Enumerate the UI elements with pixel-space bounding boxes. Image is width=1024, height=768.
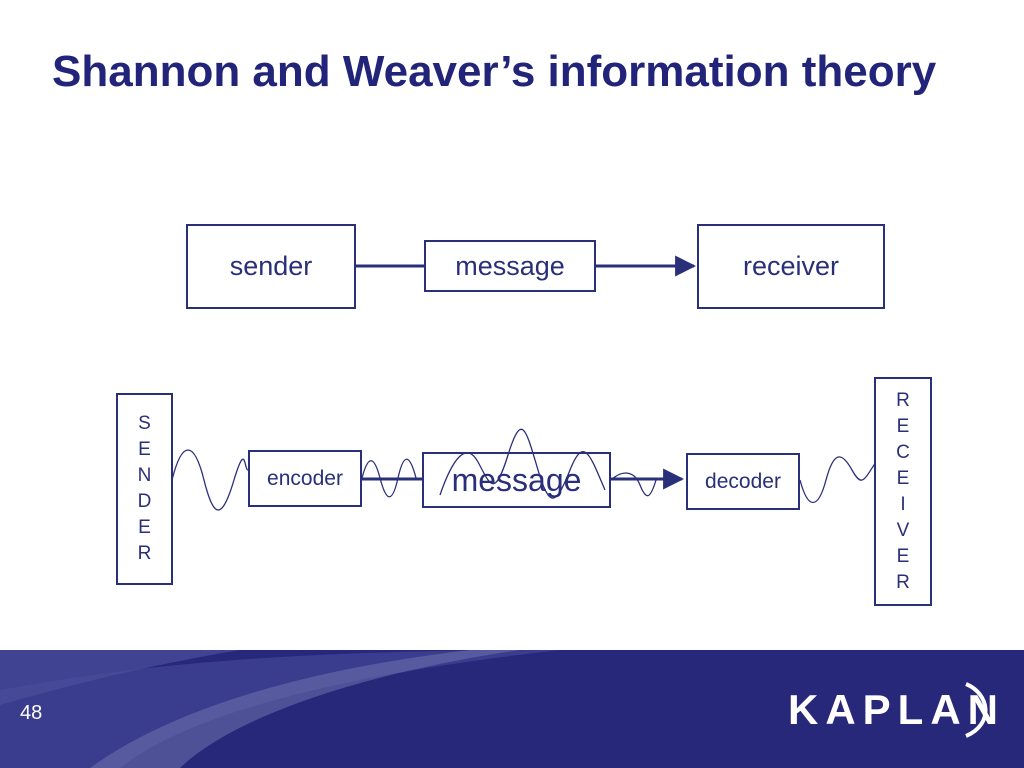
receiver-letter: R [896, 389, 910, 411]
sender-vertical-box: S E N D E R [116, 393, 173, 585]
receiver-letter: E [896, 545, 910, 567]
receiver-letter: E [896, 467, 910, 489]
slide-title: Shannon and Weaver’s information theory [52, 47, 937, 96]
receiver-letter: R [896, 571, 910, 593]
receiver-vertical-box: R E C E I V E R [874, 377, 932, 606]
sender-letter: S [138, 413, 151, 434]
message-label: message [455, 250, 565, 281]
message-box: message [424, 240, 596, 292]
page-number: 48 [20, 702, 43, 724]
sender-label: sender [229, 251, 313, 281]
noise-wave-message-decoder [610, 472, 657, 497]
noise-wave-decoder-receiver [799, 456, 877, 503]
receiver-label: receiver [742, 251, 840, 281]
footer-swoosh [0, 650, 560, 768]
sender-letter: E [138, 439, 151, 460]
logo-swoosh-icon [965, 682, 988, 738]
decoder-box: decoder [686, 453, 800, 510]
decoder-label: decoder [705, 469, 781, 493]
receiver-box: receiver [697, 224, 885, 309]
sender-letter: N [137, 465, 152, 486]
sender-letter: E [138, 517, 151, 538]
sender-letter: D [137, 491, 152, 512]
noise-wave-message [439, 428, 606, 499]
message-channel-box: message [422, 452, 611, 508]
receiver-letter: E [896, 415, 910, 437]
footer-band: 48 KAPLAN [0, 650, 1024, 768]
sender-box: sender [186, 224, 356, 309]
noise-wave-sender-encoder [171, 449, 249, 511]
encoder-label: encoder [267, 466, 343, 490]
receiver-letter: C [896, 441, 910, 463]
sender-letter: R [137, 543, 152, 564]
encoder-box: encoder [248, 450, 362, 507]
receiver-letter: V [896, 519, 910, 541]
kaplan-logo: KAPLAN [788, 686, 1005, 733]
message-channel-label: message [451, 461, 582, 498]
receiver-letter: I [900, 493, 906, 515]
noise-wave-encoder-message [361, 458, 417, 498]
